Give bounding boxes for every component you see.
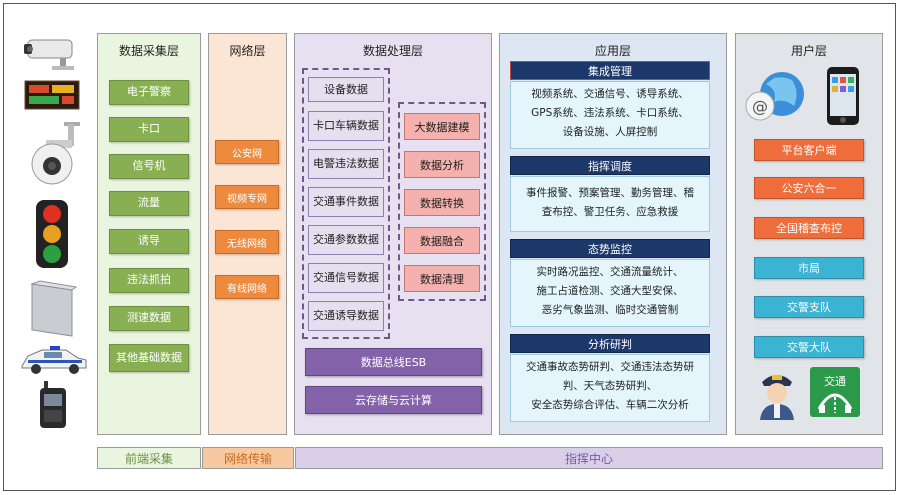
cloud-bar[interactable]: 云存储与云计算: [305, 386, 482, 414]
bottom-network-segment: 网络传输: [202, 447, 294, 469]
camera-icon: [24, 39, 74, 70]
processing-title: 数据处理层: [362, 44, 423, 58]
app-section-title[interactable]: 集成管理: [510, 61, 710, 80]
app-section-title[interactable]: 分析研判: [510, 334, 710, 353]
police-car-icon: [21, 346, 87, 374]
led-sign-icon: [24, 80, 80, 110]
bottom-center-segment: 指挥中心: [295, 447, 883, 469]
esb-bus-bar[interactable]: 数据总线ESB: [305, 348, 482, 376]
data-items-group: [302, 68, 390, 339]
svg-text:@: @: [752, 97, 768, 116]
data-item[interactable]: 交通事件数据: [308, 187, 384, 217]
user-item[interactable]: 公安六合一: [754, 177, 864, 199]
data-item[interactable]: 卡口车辆数据: [308, 111, 384, 141]
acq-item[interactable]: 流量: [109, 191, 189, 216]
radio-icon: [40, 381, 66, 428]
acquisition-title: 数据采集层: [118, 44, 179, 58]
data-item[interactable]: 交通诱导数据: [308, 301, 384, 331]
bottom-network-label: 网络传输: [223, 451, 272, 466]
app-line: 恶劣气象监测、临时交通管制: [541, 304, 679, 316]
user-item[interactable]: 交警支队: [754, 296, 864, 318]
smartphone-icon: [827, 67, 859, 125]
bigdata-item[interactable]: 数据融合: [404, 227, 480, 254]
bigdata-item[interactable]: 数据清理: [404, 265, 480, 292]
app-line: 安全态势综合评估、车辆二次分析: [531, 399, 689, 411]
network-item[interactable]: 无线网络: [215, 230, 279, 254]
app-line: 设备设施、人屏控制: [562, 126, 658, 138]
app-line: 判、天气态势研判、: [562, 380, 658, 392]
network-item[interactable]: 公安网: [215, 140, 279, 164]
user-item[interactable]: 全国稽查布控: [754, 217, 864, 239]
network-title: 网络层: [229, 44, 266, 58]
bigdata-item[interactable]: 数据转换: [404, 189, 480, 216]
app-section-body: 交通事故态势研判、交通违法态势研 判、天气态势研判、 安全态势综合评估、车辆二次…: [510, 354, 710, 422]
user-title: 用户层: [790, 44, 827, 58]
acq-item[interactable]: 测速数据: [109, 306, 189, 331]
globe-email-icon: @: [745, 72, 804, 121]
data-item[interactable]: 交通参数数据: [308, 225, 384, 255]
app-section-body: 视频系统、交通信号、诱导系统、 GPS系统、违法系统、卡口系统、 设备设施、人屏…: [510, 81, 710, 149]
app-line: GPS系统、违法系统、卡口系统、: [531, 107, 689, 119]
app-line: 施工占道检测、交通大型安保、: [536, 285, 684, 297]
application-title: 应用层: [594, 44, 631, 58]
user-item[interactable]: 平台客户端: [754, 139, 864, 161]
app-section-title[interactable]: 态势监控: [510, 239, 710, 258]
app-line: 交通事故态势研判、交通违法态势研: [526, 361, 694, 373]
traffic-logo-text: 交通: [824, 375, 846, 388]
radar-icon: [30, 280, 78, 337]
user-item[interactable]: 交警大队: [754, 336, 864, 358]
bottom-center-label: 指挥中心: [564, 451, 613, 466]
user-item[interactable]: 市局: [754, 257, 864, 279]
bottom-front-segment: 前端采集: [97, 447, 201, 469]
police-officer-icon: [760, 375, 794, 420]
device-icons: [14, 30, 94, 430]
dome-camera-icon: [31, 122, 80, 185]
traffic-light-icon: [36, 200, 68, 268]
app-line: 视频系统、交通信号、诱导系统、: [531, 88, 689, 100]
acq-item[interactable]: 诱导: [109, 229, 189, 254]
acq-item[interactable]: 卡口: [109, 117, 189, 142]
bigdata-item[interactable]: 大数据建模: [404, 113, 480, 140]
app-section-title[interactable]: 指挥调度: [510, 156, 710, 175]
app-line: 查布控、警卫任务、应急救援: [541, 206, 679, 218]
acq-item[interactable]: 信号机: [109, 154, 189, 179]
app-section-body: 事件报警、预案管理、勤务管理、稽 查布控、警卫任务、应急救援: [510, 176, 710, 232]
app-section-body: 实时路况监控、交通流量统计、 施工占道检测、交通大型安保、 恶劣气象监测、临时交…: [510, 259, 710, 327]
acq-item[interactable]: 其他基础数据: [109, 344, 189, 372]
acq-item[interactable]: 违法抓拍: [109, 268, 189, 293]
app-line: 实时路况监控、交通流量统计、: [536, 266, 684, 278]
data-item[interactable]: 电警违法数据: [308, 149, 384, 179]
bottom-front-label: 前端采集: [124, 451, 173, 466]
bigdata-item[interactable]: 数据分析: [404, 151, 480, 178]
data-item[interactable]: 设备数据: [308, 77, 384, 102]
data-item[interactable]: 交通信号数据: [308, 263, 384, 293]
acq-item[interactable]: 电子警察: [109, 80, 189, 105]
bigdata-group: [398, 102, 486, 301]
network-item[interactable]: 视频专网: [215, 185, 279, 209]
traffic-logo-icon: 交通: [810, 367, 860, 417]
network-item[interactable]: 有线网络: [215, 275, 279, 299]
app-line: 事件报警、预案管理、勤务管理、稽: [526, 187, 694, 199]
